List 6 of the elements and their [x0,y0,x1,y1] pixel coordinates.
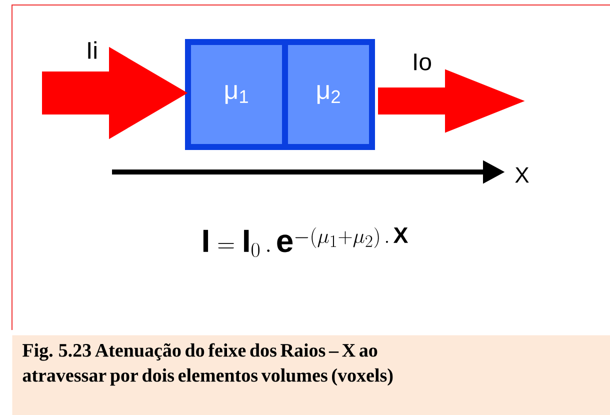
edge-label: Ii [88,41,96,59]
axis-label: X [515,167,529,183]
caption: Fig. 5.23 Atenuação do feixe dos Raios – X ao atravessar por dois elementos volumes (voxels) [12,335,610,415]
volume-box: μ$_{1}$ [185,39,288,150]
formula: $\mathbf{I} = \mathbf{I}_{0}\,.\,\mathbf{e}^{-(\mu_{1}+\mu_{2})\,.\,\mathbf{X}}$ [203,227,408,258]
edge-label: Io [414,54,432,70]
